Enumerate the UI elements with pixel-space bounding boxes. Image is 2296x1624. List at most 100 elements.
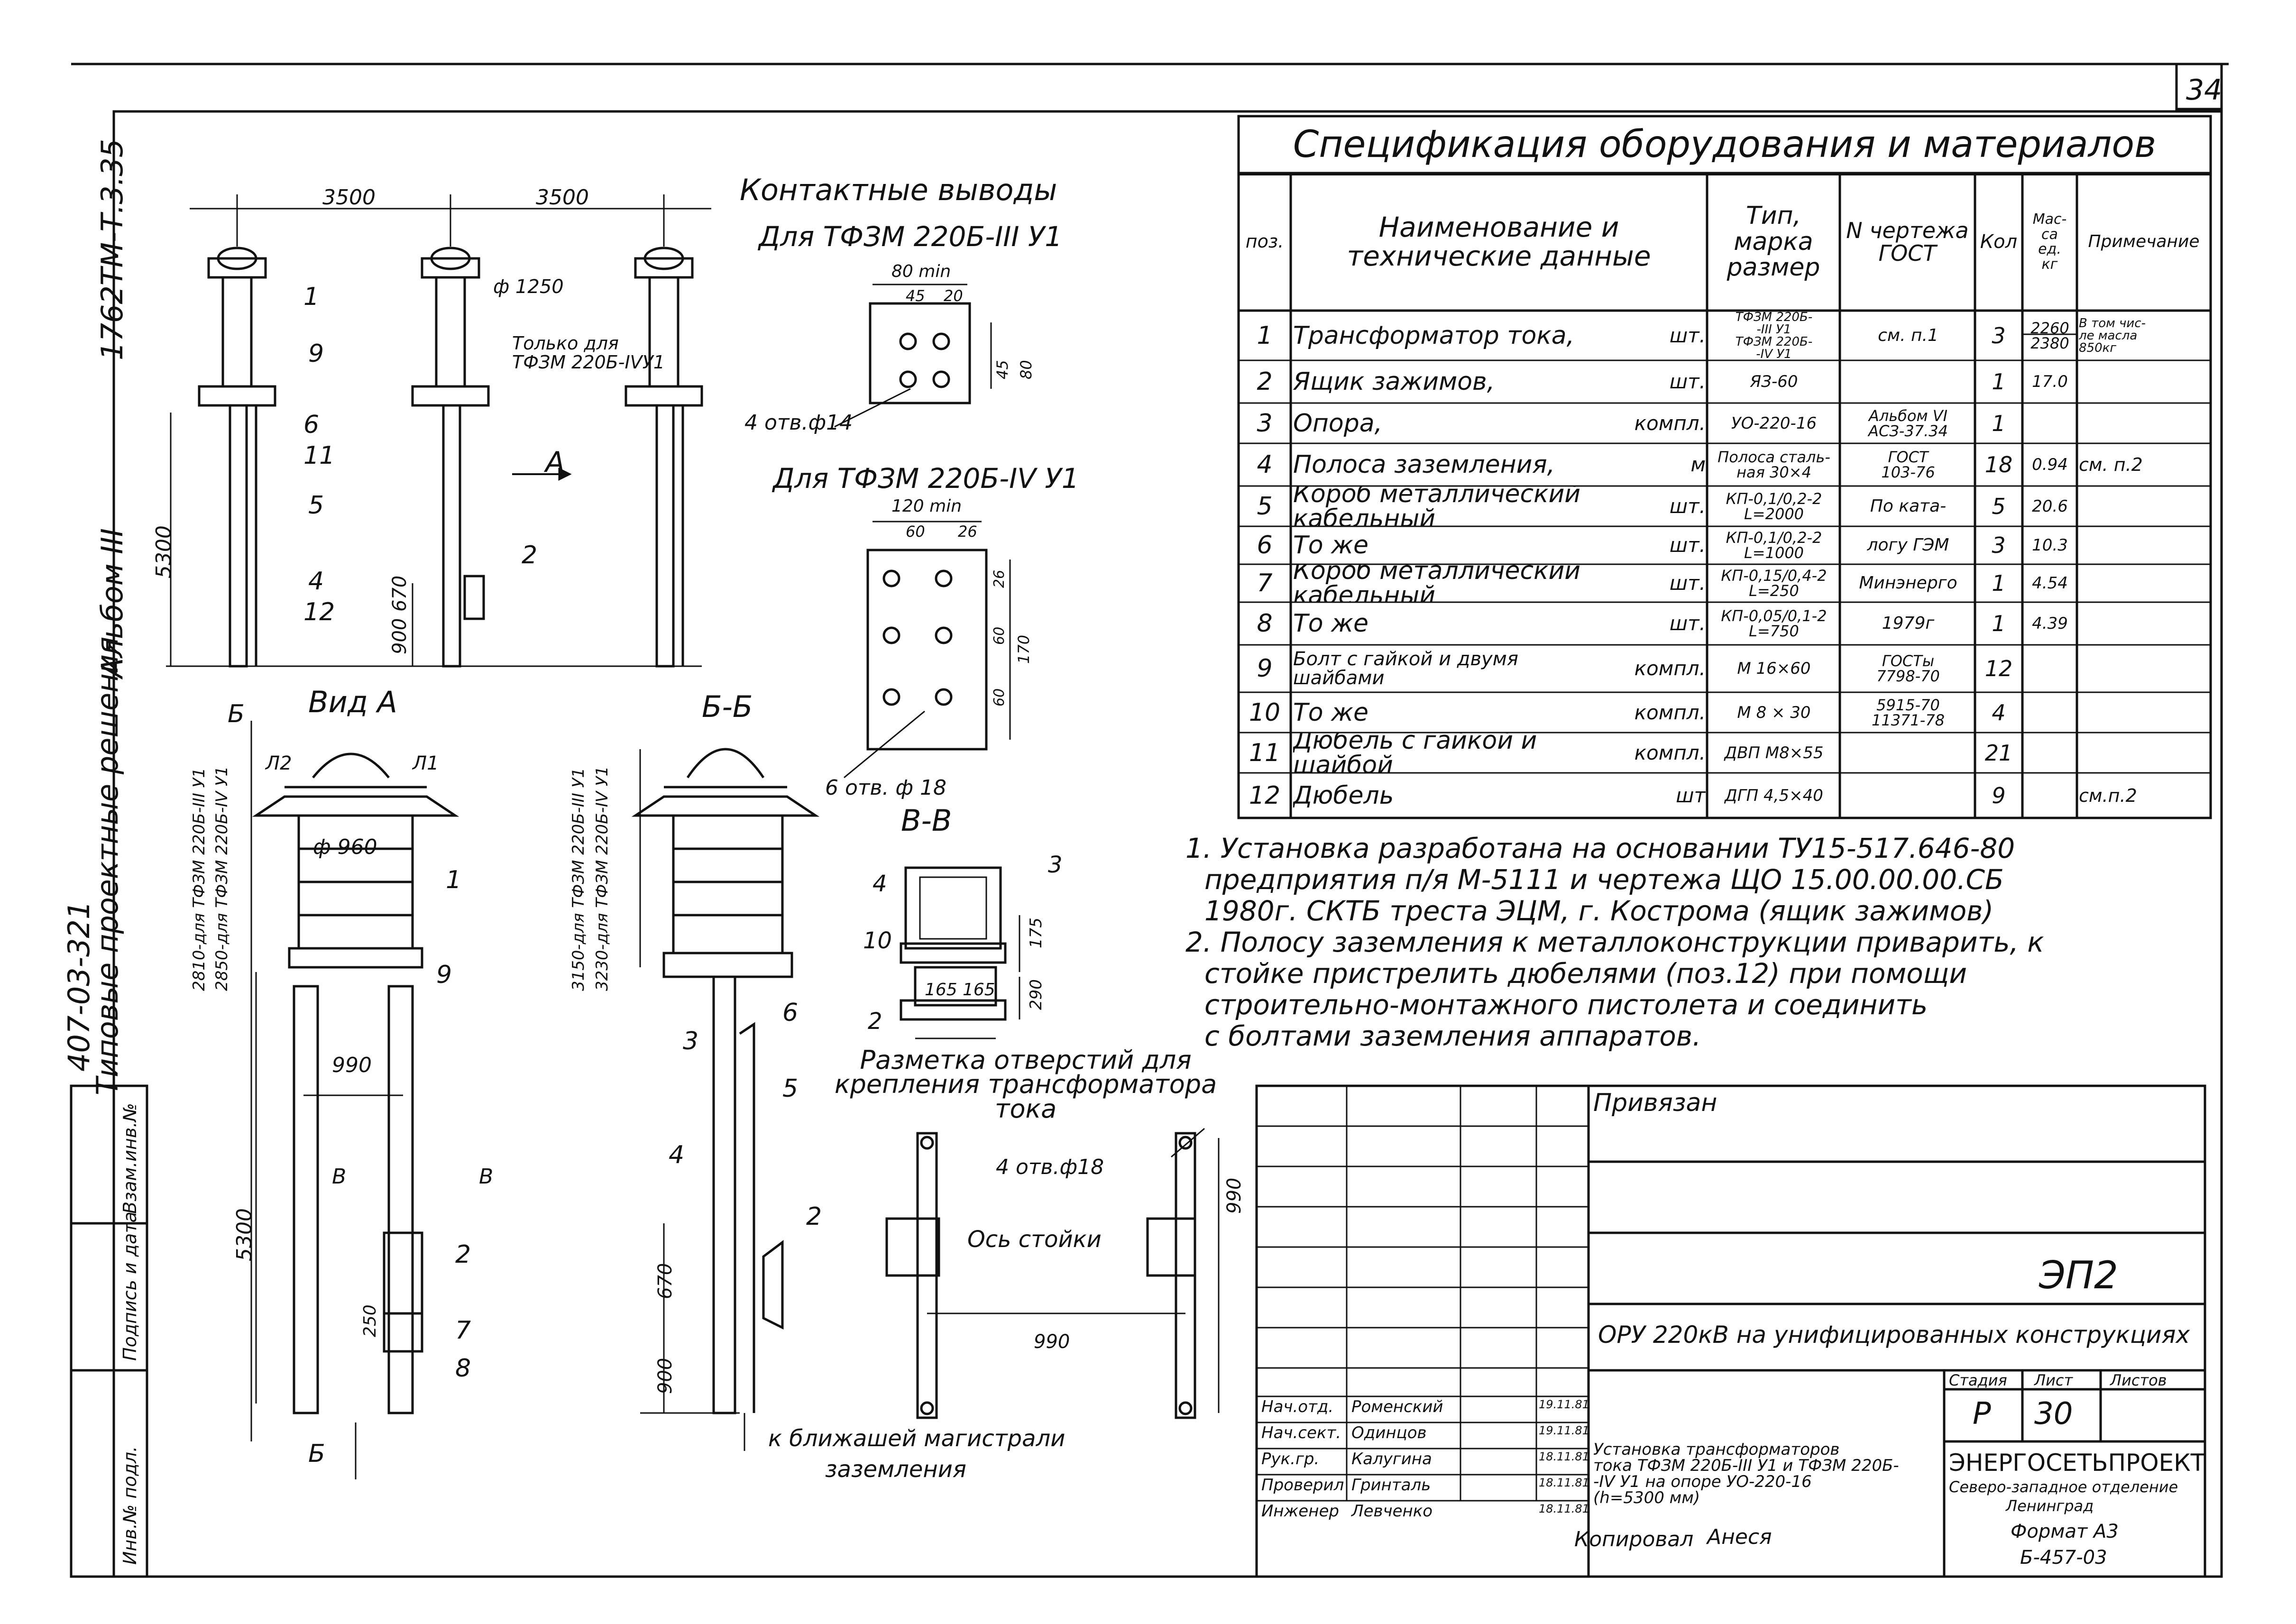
tb-role-date: 19.11.81 <box>1539 1398 1589 1411</box>
tb-role-name: Левченко <box>1351 1502 1433 1521</box>
contacts-2-a: 60 <box>906 523 925 541</box>
contacts-1-a: 45 <box>906 287 925 305</box>
spec-cell-qty: 5 <box>1992 493 2006 519</box>
tb-role-role: Рук.гр. <box>1261 1450 1320 1468</box>
ground-note: к ближашей магистрали <box>768 1425 1065 1452</box>
spec-cell-pos: 4 <box>1257 450 1273 479</box>
spec-cell-name: Короб металлический кабельный <box>1293 564 1581 602</box>
spec-cell-pos: 12 <box>1249 781 1281 810</box>
note-line: 1. Установка разработана на основании ТУ… <box>1185 832 2015 864</box>
spec-cell-unit: шт <box>1676 783 1706 807</box>
spec-cell-type: ЯЗ-60 <box>1750 372 1798 391</box>
view-a-d990: 990 <box>332 1053 372 1077</box>
spec-cell-pos: 11 <box>1249 738 1281 767</box>
spec-cell-mass: 17.0 <box>2032 372 2068 391</box>
tb-role-name: Гринталь <box>1351 1476 1431 1495</box>
spec-cell-gost <box>1842 360 1975 403</box>
stamp-cell-1: Взам.инв.№ <box>119 1103 140 1214</box>
section-bb-d900: 900 <box>654 1358 676 1394</box>
spec-cell-qty: 12 <box>1984 656 2013 681</box>
marking-h990: 990 <box>1223 1177 1245 1214</box>
contacts-1-holes: 4 отв.ф14 <box>744 411 853 435</box>
dim-h670: 670 <box>389 575 411 612</box>
stamp-cell-2: Подпись и дата <box>119 1211 140 1361</box>
section-bb-callout-5: 5 <box>782 1074 799 1103</box>
spec-cell-name: Короб металлический кабельный <box>1293 486 1581 526</box>
tb-org: ЭНЕРГОСЕТЬПРОЕКТ <box>1949 1449 2205 1477</box>
tb-role-role: Инженер <box>1261 1502 1339 1521</box>
view-a-l2: Л2 <box>266 752 292 774</box>
tb-role-role: Проверил <box>1261 1476 1344 1495</box>
spec-cell-gost: Альбом VI АСЗ-37.34 <box>1868 406 1948 440</box>
spec-cell-pos: 10 <box>1249 698 1281 727</box>
spec-cell-qty: 1 <box>1992 611 2006 636</box>
dim-h5300: 5300 <box>152 525 176 578</box>
spec-cell-mass: 0.94 <box>2032 455 2068 474</box>
tb-sheet-label: Лист <box>2034 1371 2073 1389</box>
spec-cell-qty: 1 <box>1992 369 2006 395</box>
spec-cell-mass <box>2023 692 2076 733</box>
section-vv-175: 175 <box>1027 918 1046 948</box>
tb-role-date: 18.11.81 <box>1539 1450 1589 1463</box>
tb-org-sub: Северо-западное отделение <box>1949 1478 2178 1496</box>
spec-cell-mass <box>2023 645 2076 692</box>
view-a-title: Вид А <box>308 685 397 719</box>
tb-inv: Б-457-03 <box>2020 1547 2107 1569</box>
dim-span-1: 3500 <box>322 185 376 210</box>
tb-stage-label: Стадия <box>1949 1371 2007 1389</box>
tb-code: ЭП2 <box>2039 1253 2118 1297</box>
contacts-2-h3: 60 <box>991 688 1008 706</box>
callout-1: 1 <box>303 283 320 311</box>
spec-cell-note <box>2079 602 2211 645</box>
spec-cell-name: Полоса заземления, <box>1293 450 1555 479</box>
spec-cell-gost: ГОСТы 7798-70 <box>1876 652 1940 685</box>
spec-cell-pos: 3 <box>1257 409 1273 438</box>
spec-cell-unit: шт. <box>1669 612 1706 635</box>
view-a-d960: ф 960 <box>313 835 377 859</box>
view-a-dim2810: 2810-для ТФЗМ 220Б-III У1 <box>190 767 209 991</box>
spec-cell-gost: Минэнерго <box>1859 573 1957 593</box>
section-bb-callout-3: 3 <box>683 1027 699 1055</box>
stamp-cell-3: Инв.№ подл. <box>119 1446 140 1565</box>
spec-cell-type: КП-0,05/0,1-2 L=750 <box>1721 607 1827 640</box>
dim-h900: 900 <box>389 618 411 654</box>
spec-cell-unit: компл. <box>1634 741 1706 764</box>
spec-cell-pos: 6 <box>1257 531 1273 560</box>
view-a-mark-v-right: В <box>479 1165 494 1189</box>
spec-cell-name: Дюбель <box>1293 781 1394 810</box>
spec-cell-pos: 5 <box>1257 492 1273 521</box>
view-a-arrow-label: А <box>545 446 565 479</box>
view-a-callout-1: 1 <box>446 866 462 894</box>
marking-d990: 990 <box>1034 1331 1070 1353</box>
callout-6: 6 <box>303 411 320 439</box>
tb-copied-by: Анеся <box>1707 1525 1772 1549</box>
dim-d1250: ф 1250 <box>493 276 564 298</box>
spec-cell-gost: 1979г <box>1882 614 1935 633</box>
spec-cell-type: КП-0,15/0,4-2 L=250 <box>1721 567 1827 600</box>
note-line: предприятия п/я М-5111 и чертежа ЩО 15.0… <box>1204 863 2004 896</box>
view-a-d250: 250 <box>360 1304 380 1337</box>
view-a-callout-8: 8 <box>455 1354 471 1383</box>
spec-cell-unit: шт. <box>1669 494 1706 518</box>
contacts-for-2: Для ТФЗМ 220Б-IV У1 <box>773 462 1079 495</box>
tb-role-name: Роменский <box>1351 1397 1443 1416</box>
spec-cell-qty: 21 <box>1984 740 2013 766</box>
spec-cell-type: УО-220-16 <box>1731 413 1817 433</box>
contacts-title: Контактные выводы <box>740 173 1057 207</box>
tb-org-city: Ленинград <box>2006 1497 2094 1515</box>
spec-cell-gost: 5915-70 11371-78 <box>1871 696 1945 729</box>
contacts-2-b: 26 <box>958 523 977 541</box>
view-a-l1: Л1 <box>413 752 439 774</box>
section-vv-title: В-В <box>901 803 952 838</box>
spec-cell-unit: компл. <box>1634 657 1706 680</box>
section-vv-165b: 165 <box>963 980 995 1000</box>
spec-cell-name: Трансформатор тока, <box>1293 321 1575 350</box>
spec-cell-mass <box>2023 733 2076 773</box>
spec-cell-gost: По ката- <box>1870 496 1947 516</box>
spec-cell-qty: 9 <box>1992 782 2006 808</box>
spec-cell-name: Болт с гайкой и двумя шайбами <box>1293 648 1518 689</box>
marking-title: Разметка отверстий для крепления трансфо… <box>835 1045 1217 1124</box>
spec-cell-gost <box>1842 773 1975 818</box>
spec-cell-pos: 8 <box>1257 609 1273 638</box>
spec-cell-note <box>2079 733 2211 773</box>
